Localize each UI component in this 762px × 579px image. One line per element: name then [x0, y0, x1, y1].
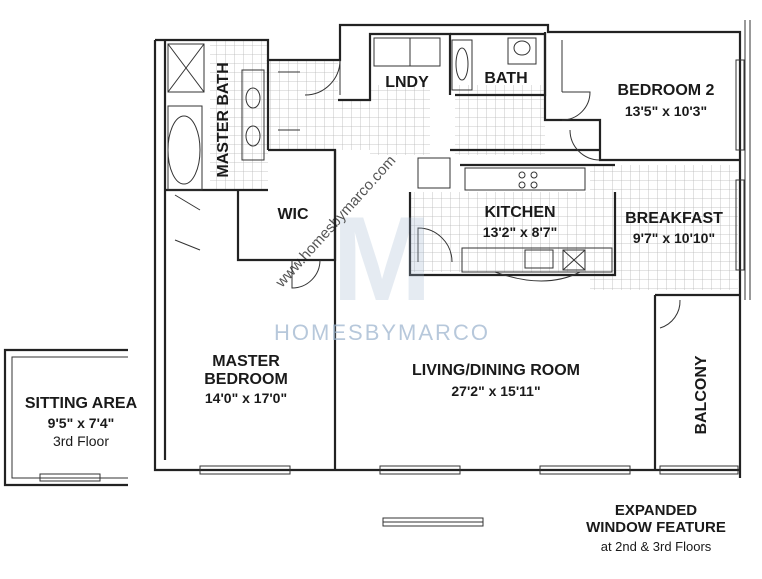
master-bath-label: MASTER BATH: [215, 62, 232, 177]
sitting-area-plan: [3, 348, 128, 487]
windows: [199, 59, 745, 475]
sitting-area-dimensions: 9'5" x 7'4": [48, 415, 115, 431]
tiled-floors: [210, 40, 738, 290]
watermark-brand: HOMESBYMARCO: [274, 320, 490, 345]
wic-label: WIC: [277, 206, 309, 223]
doors: [174, 40, 681, 329]
balcony-label: BALCONY: [693, 355, 710, 434]
master-bedroom-label-line2: BEDROOM: [204, 371, 288, 388]
bedroom2-label: BEDROOM 2: [618, 82, 715, 99]
breakfast-dimensions: 9'7" x 10'10": [633, 230, 715, 246]
master-bedroom-dimensions: 14'0" x 17'0": [205, 390, 287, 406]
kitchen-dimensions: 13'2" x 8'7": [483, 224, 557, 240]
walls: [153, 20, 751, 478]
living-dining-label: LIVING/DINING ROOM: [412, 362, 580, 379]
feature-line3: at 2nd & 3rd Floors: [601, 539, 712, 554]
sitting-area-label: SITTING AREA: [25, 395, 138, 412]
room-labels: MASTER BATH LNDY BATH BEDROOM 2 13'5" x …: [25, 62, 723, 449]
living-dining-dimensions: 27'2" x 15'11": [451, 383, 540, 399]
watermark-logo-m: M: [332, 192, 432, 326]
expanded-window-symbol: [382, 517, 484, 527]
expanded-window-note: EXPANDED WINDOW FEATURE at 2nd & 3rd Flo…: [586, 502, 726, 554]
bedroom2-dimensions: 13'5" x 10'3": [625, 103, 707, 119]
lndy-label: LNDY: [385, 74, 429, 91]
kitchen-label: KITCHEN: [484, 204, 555, 221]
bath-label: BATH: [484, 70, 527, 87]
feature-line1: EXPANDED: [615, 502, 697, 519]
sitting-area-floor: 3rd Floor: [53, 433, 109, 449]
fixtures: [167, 37, 613, 282]
feature-line2: WINDOW FEATURE: [586, 519, 726, 536]
breakfast-label: BREAKFAST: [625, 210, 723, 227]
master-bedroom-label-line1: MASTER: [212, 353, 280, 370]
